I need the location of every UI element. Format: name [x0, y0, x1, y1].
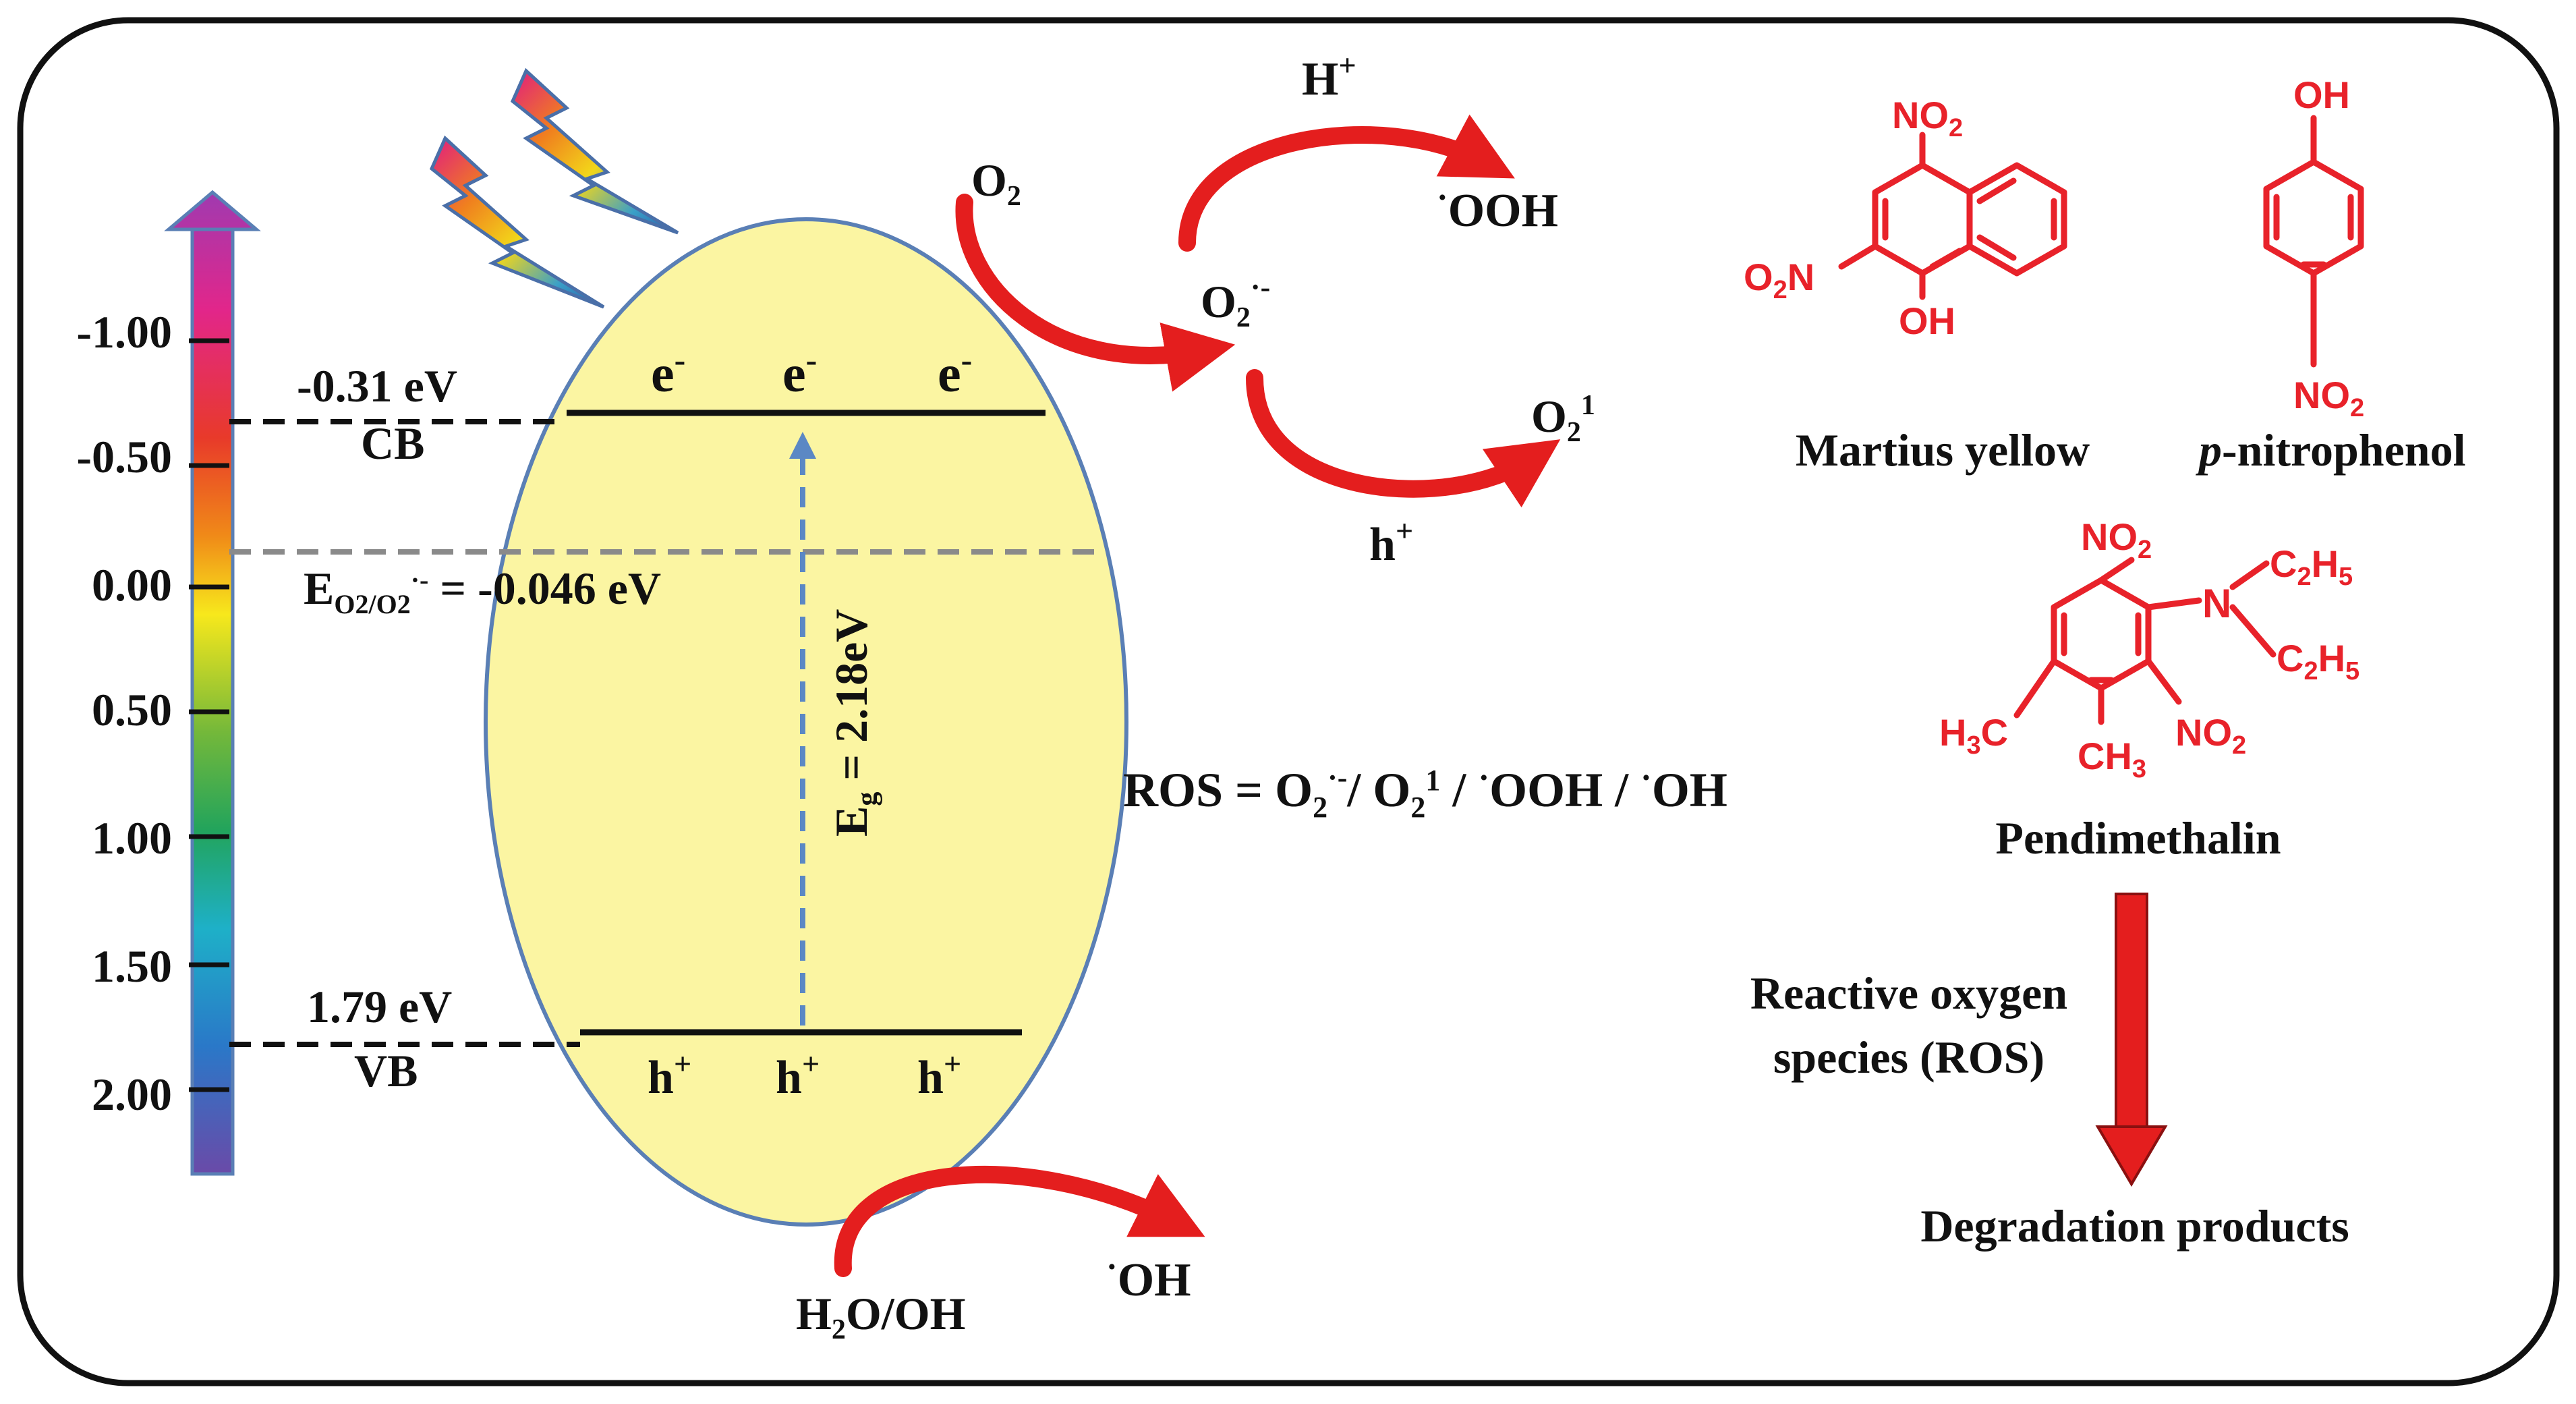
scale-tick-label: -1.00 [76, 306, 172, 358]
hydroperoxyl-label: ·OOH [1437, 178, 1558, 237]
semiconductor-particle [484, 217, 1128, 1227]
band-gap-label: Eg = 2.18eV [826, 609, 883, 837]
lightning-bolt-icon [429, 135, 605, 309]
scale-tick-label: -0.50 [76, 431, 172, 482]
scale-arrow [164, 190, 261, 1176]
hole-label: h+ [776, 1046, 820, 1104]
p-nitrophenol-name: p-nitrophenol [2196, 424, 2465, 476]
nitro-group-label: NO2 [1892, 94, 1963, 142]
ethyl-group-label: C2H5 [2277, 637, 2359, 685]
vb-label: VB [354, 1045, 418, 1096]
degradation-products-label: Degradation products [1920, 1200, 2349, 1252]
hydroxyl-arrow [834, 1165, 1205, 1277]
energy-scale: -1.00 -0.50 0.00 0.50 1.00 1.50 2.00 [76, 190, 261, 1176]
vb-energy-label: 1.79 eV [307, 981, 452, 1032]
reaction-arrows [834, 114, 1561, 1277]
ros-equation: ROS = O2·-/ O21 / ·OOH / ·OH [1123, 758, 1727, 824]
scale-tick-label: 2.00 [92, 1069, 172, 1120]
redox-potential-label: EO2/O2·- = -0.046 eV [304, 563, 661, 619]
scale-tick-label: 0.00 [92, 559, 172, 611]
methyl-group-label: H3C [1939, 711, 2008, 760]
band-levels [229, 410, 1099, 1047]
ethyl-group-label: C2H5 [2270, 542, 2353, 591]
singlet-oxygen-label: O21 [1531, 390, 1595, 448]
hydroxyl-group-label: OH [2293, 74, 2350, 116]
nitro-group-label: NO2 [2081, 515, 2152, 564]
hole-reaction-label: h+ [1369, 513, 1413, 571]
scale-tick-label: 1.00 [92, 812, 172, 864]
hole-label: h+ [648, 1046, 691, 1104]
o2-reduction-arrow [955, 194, 1236, 392]
scale-ticks [189, 338, 229, 1092]
lightning-bolt-icon [510, 67, 679, 235]
martius-yellow-structure: NO2 O2N OH [1744, 94, 2067, 342]
hydroperoxyl-arrow [1178, 114, 1515, 252]
water-label: H2O/OH [796, 1288, 965, 1345]
pendimethalin-name: Pendimethalin [1995, 812, 2281, 864]
o2-label: O2 [971, 155, 1021, 212]
hydroxyl-group-label: OH [1899, 300, 1955, 342]
cb-energy-label: -0.31 eV [297, 360, 457, 412]
singlet-oxygen-arrow [1246, 369, 1561, 508]
cb-label: CB [361, 418, 424, 469]
martius-yellow-name: Martius yellow [1796, 424, 2090, 476]
methyl-group-label: CH3 [2078, 735, 2146, 783]
superoxide-label: O2·- [1201, 271, 1270, 333]
electron-label: e- [651, 341, 685, 403]
nitro-group-label: NO2 [2175, 711, 2246, 760]
scale-tick-label: 0.50 [92, 684, 172, 735]
electron-label: e- [938, 341, 972, 403]
pendimethalin-structure: NO2 NO2 N C2H5 C2H5 H3C CH3 [1939, 515, 2359, 783]
nitro-group-label: O2N [1744, 256, 1814, 304]
hydroxyl-radical-label: ·OH [1106, 1247, 1191, 1306]
light-icon [429, 67, 679, 309]
electron-label: e- [782, 341, 817, 403]
ros-caption-line1: Reactive oxygen [1750, 967, 2067, 1019]
scale-tick-label: 1.50 [92, 940, 172, 992]
degradation-arrow [2095, 893, 2168, 1187]
ros-caption-line2: species (ROS) [1773, 1032, 2044, 1083]
nitro-group-label: NO2 [2293, 374, 2364, 422]
p-nitrophenol-structure: OH NO2 [2263, 74, 2364, 422]
hole-label: h+ [917, 1046, 961, 1104]
amine-nitrogen-label: N [2202, 581, 2231, 626]
h-plus-label: H+ [1302, 48, 1356, 105]
